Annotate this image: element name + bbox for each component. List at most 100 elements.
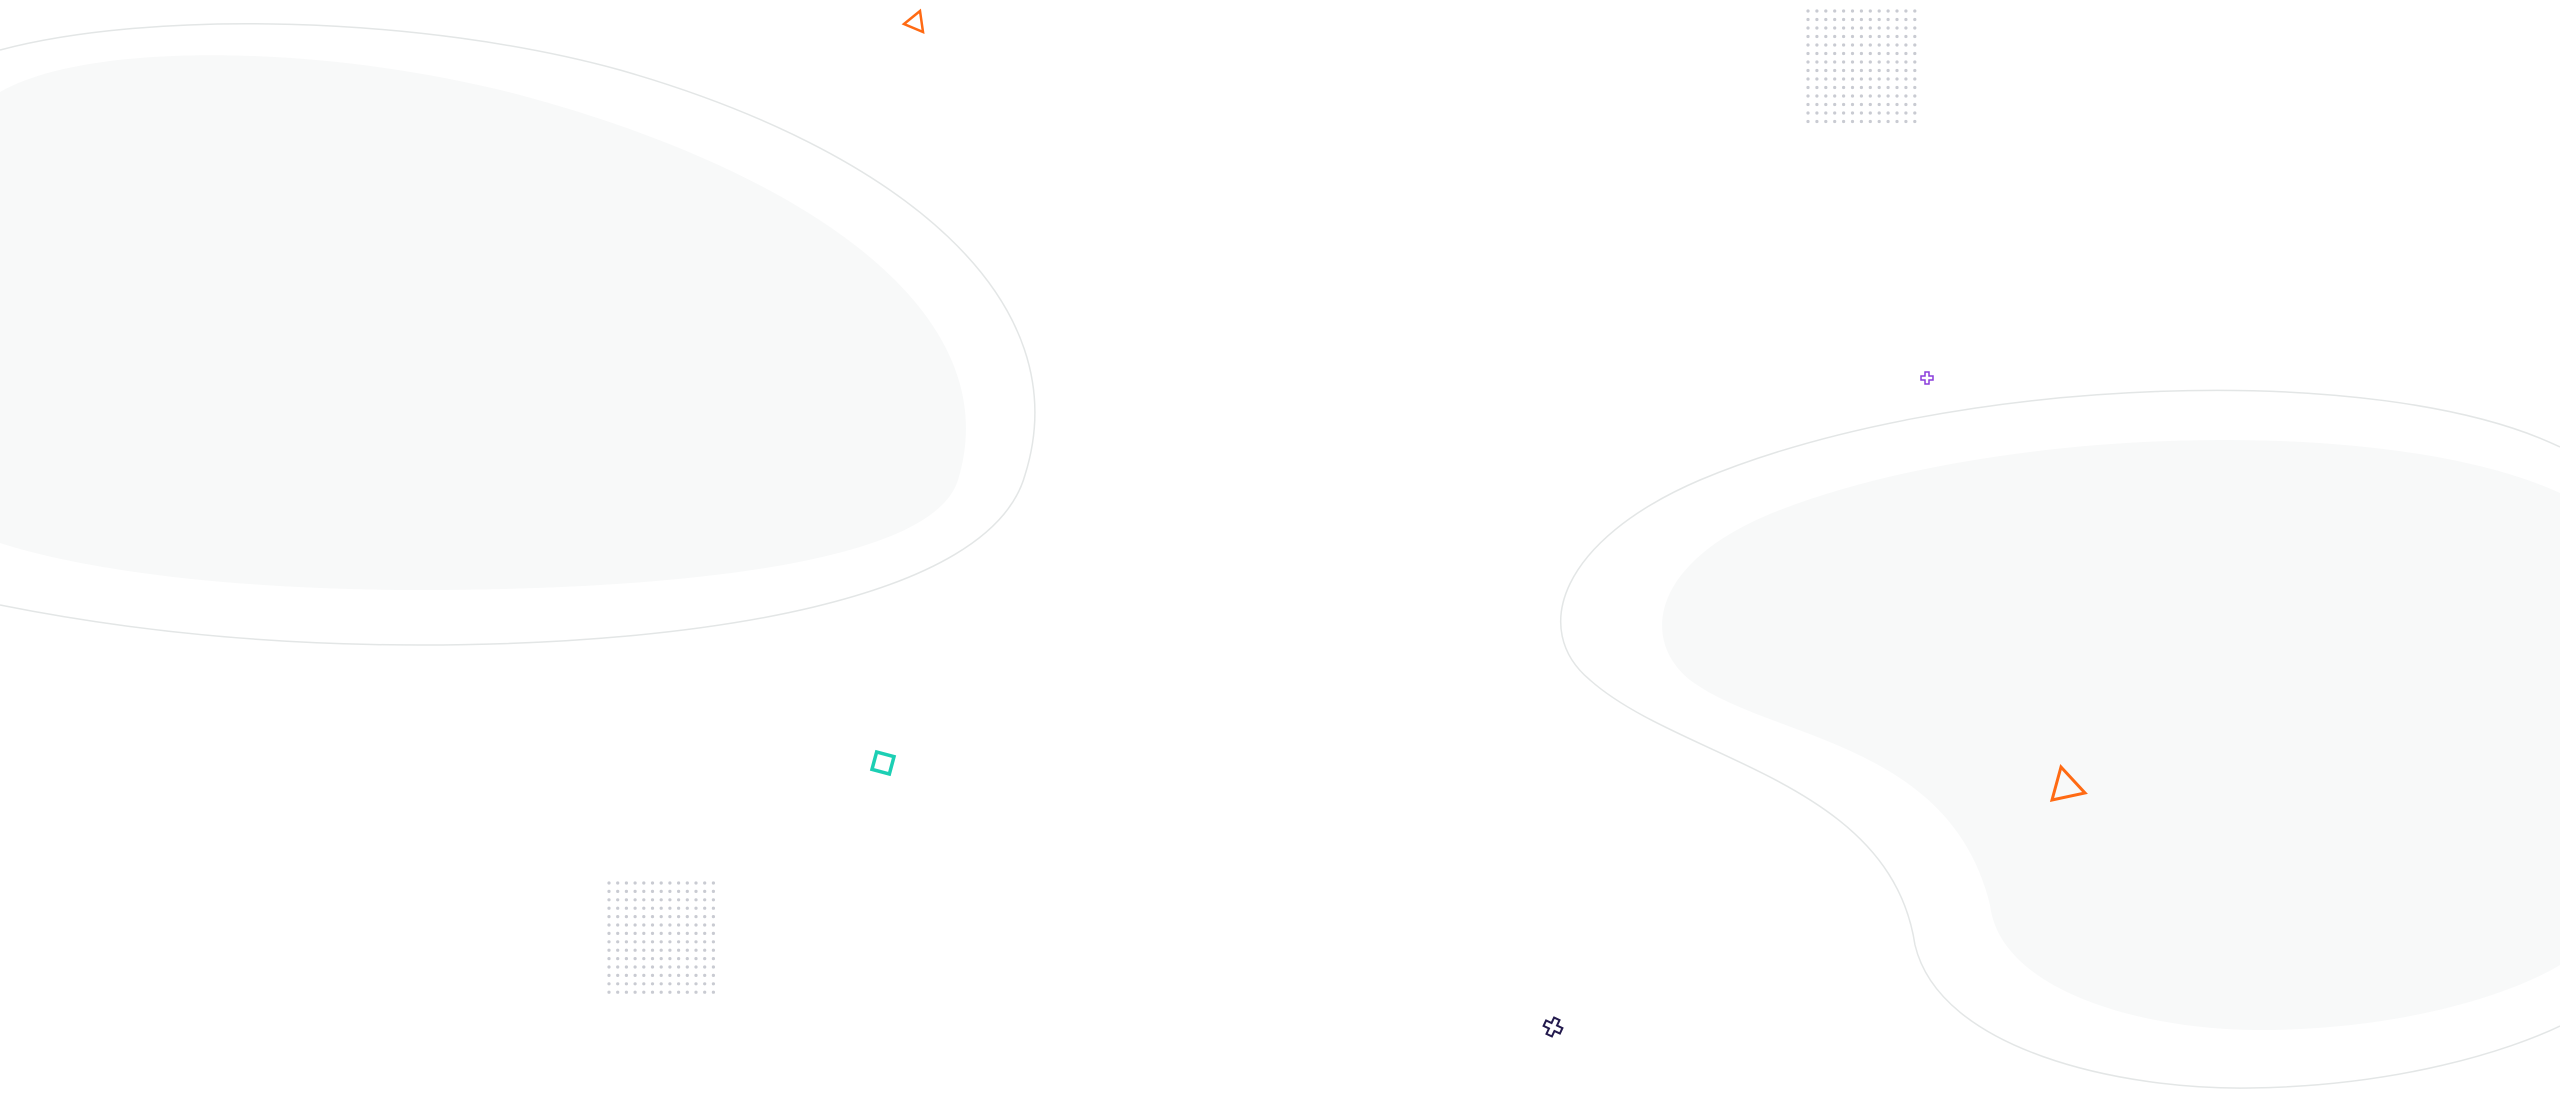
dot: [1913, 111, 1917, 115]
dot: [1895, 26, 1899, 30]
dot: [1868, 68, 1872, 73]
dot: [642, 889, 646, 894]
dot: [616, 931, 620, 936]
dot: [1842, 17, 1846, 22]
dot: [711, 931, 716, 936]
dot: [703, 898, 707, 902]
dot: [1806, 60, 1810, 64]
dot: [1895, 119, 1899, 124]
dot: [711, 906, 716, 910]
dot: [1815, 60, 1819, 64]
dot: [1886, 60, 1890, 64]
dot: [1877, 34, 1881, 39]
dot: [624, 982, 629, 986]
dot: [1833, 85, 1837, 90]
dot: [659, 889, 663, 894]
dot: [668, 965, 672, 969]
dot: [1895, 43, 1899, 47]
dot: [668, 931, 672, 936]
dot: [1868, 9, 1872, 13]
dot: [694, 881, 698, 885]
dot: [1806, 34, 1810, 39]
dot: [1886, 102, 1890, 107]
dot: [1850, 77, 1855, 81]
triangle-icon: [901, 8, 925, 35]
dot: [1842, 77, 1846, 81]
dot: [650, 940, 655, 944]
dot: [624, 948, 629, 952]
dot: [659, 906, 663, 910]
dot: [1859, 9, 1863, 13]
dot: [694, 906, 698, 910]
dot: [1806, 43, 1810, 47]
dot: [1886, 77, 1890, 81]
dot: [624, 906, 629, 910]
dot: [659, 881, 663, 885]
dot: [1868, 119, 1872, 124]
dot: [642, 973, 646, 978]
dot: [685, 923, 689, 927]
dot: [1806, 102, 1810, 107]
dot: [668, 889, 672, 894]
dot: [624, 898, 629, 902]
dot: [607, 906, 611, 910]
dot: [677, 948, 681, 952]
dot: [642, 965, 646, 969]
dot: [1815, 43, 1819, 47]
dot: [1868, 77, 1872, 81]
dot-grid: [1806, 9, 1917, 124]
dot: [1815, 94, 1819, 98]
dot: [685, 973, 689, 978]
dot: [1904, 26, 1908, 30]
dot: [650, 906, 655, 910]
dot: [1833, 51, 1837, 56]
dot: [659, 965, 663, 969]
dot: [1913, 68, 1917, 73]
dot: [694, 889, 698, 894]
dot: [1895, 9, 1899, 13]
dot: [1904, 77, 1908, 81]
dot: [1859, 34, 1863, 39]
dot: [1850, 119, 1855, 124]
dot: [1833, 60, 1837, 64]
dot: [1824, 26, 1828, 30]
dot: [642, 982, 646, 986]
dot: [633, 915, 637, 919]
dot: [642, 881, 646, 885]
dot: [1859, 111, 1863, 115]
dot: [1904, 102, 1908, 107]
dot: [1850, 26, 1855, 30]
dot: [1824, 111, 1828, 115]
dot: [659, 973, 663, 978]
dot: [1877, 26, 1881, 30]
dot: [642, 948, 646, 952]
dot: [1806, 17, 1810, 22]
dot: [607, 948, 611, 952]
dot: [1859, 51, 1863, 56]
dot: [668, 948, 672, 952]
dot: [607, 940, 611, 944]
dot: [624, 915, 629, 919]
dot: [659, 982, 663, 986]
dot: [694, 931, 698, 936]
dot: [1913, 60, 1917, 64]
dot: [677, 915, 681, 919]
dot: [694, 898, 698, 902]
dot: [616, 889, 620, 894]
dot: [711, 915, 716, 919]
dot: [659, 957, 663, 961]
dot: [1877, 51, 1881, 56]
dot: [607, 973, 611, 978]
dot: [1806, 111, 1810, 115]
dot: [1815, 111, 1819, 115]
dot: [1859, 94, 1863, 98]
dot: [1815, 9, 1819, 13]
dot: [711, 898, 716, 902]
dot: [1850, 17, 1855, 22]
dot: [1886, 94, 1890, 98]
dot: [694, 965, 698, 969]
dot: [1859, 119, 1863, 124]
dot: [1850, 94, 1855, 98]
dot: [607, 965, 611, 969]
